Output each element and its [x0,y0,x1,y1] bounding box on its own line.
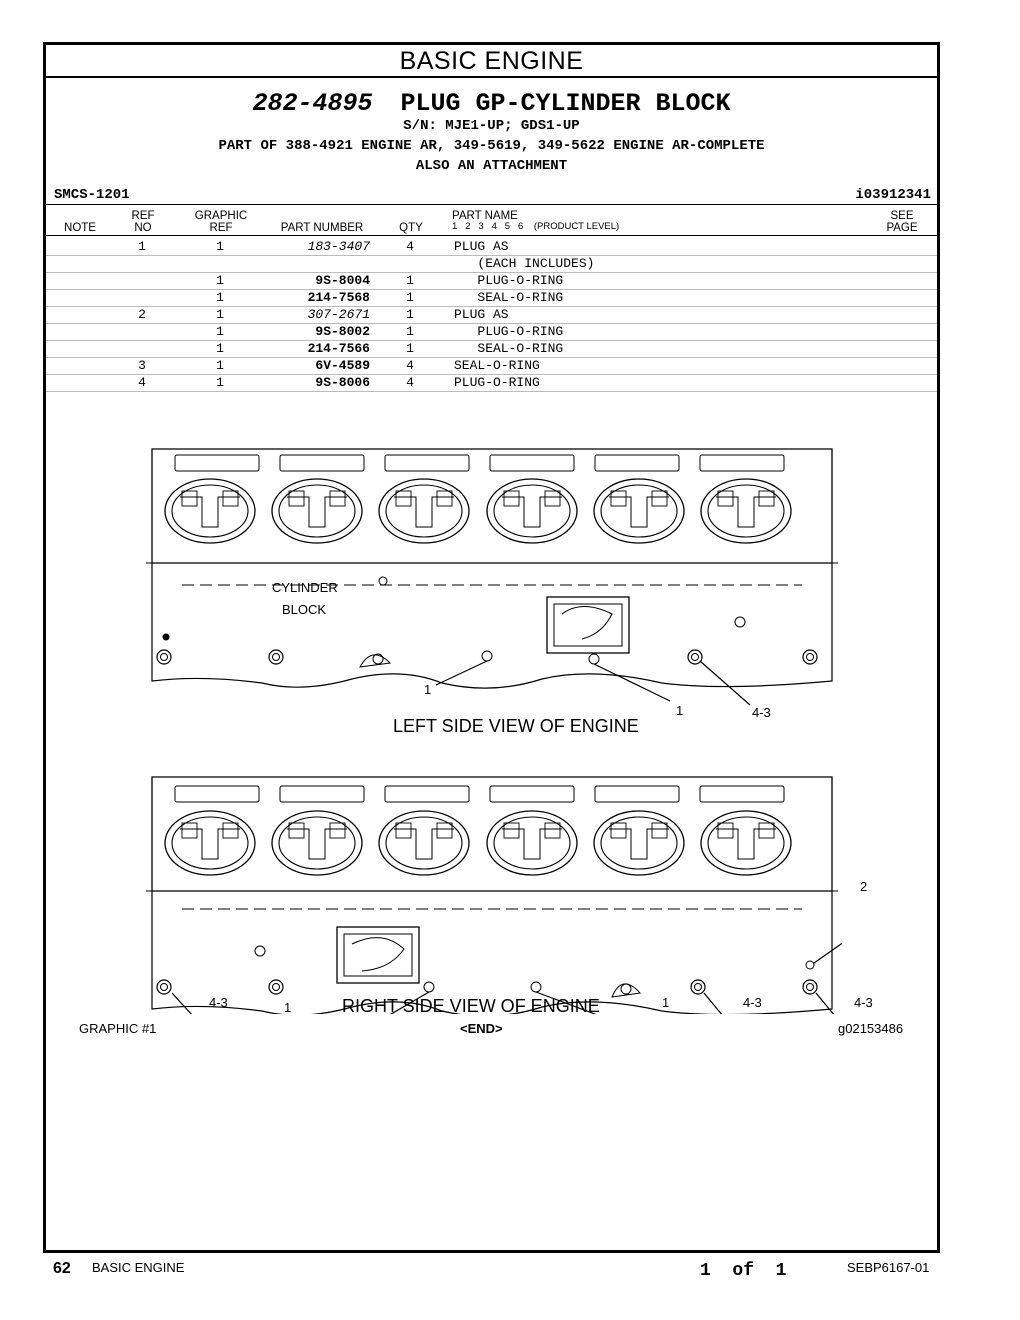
col-see-page-2: PAGE [886,222,918,234]
cylinder-label-1: CYLINDER [272,580,338,595]
table-row: 1 9S-8004 1 PLUG-O-RING [46,272,937,290]
right-view-drawing [145,776,842,1014]
also-attachment: ALSO AN ATTACHMENT [415,158,568,174]
col-note: NOTE [64,222,96,234]
end-marker: <END> [460,1021,503,1036]
graphic-ref: 1 [216,273,224,288]
table-row: (EACH INCLUDES) [46,255,937,273]
ref-no: 4 [138,375,146,390]
col-part-number: PART NUMBER [280,222,364,234]
part-name: (EACH INCLUDES) [454,256,595,271]
ref-no: 1 [138,239,146,254]
serial-range: S/N: MJE1-UP; GDS1-UP [403,118,580,134]
part-number: 6V-4589 [315,358,370,373]
engine-illustration: CYLINDER BLOCK 1 1 4-3 LEFT SIDE VIEW OF… [145,448,842,1014]
qty: 4 [406,375,414,390]
smcs-code: SMCS-1201 [54,187,130,203]
left-view-caption: LEFT SIDE VIEW OF ENGINE [393,716,639,736]
qty: 4 [406,358,414,373]
part-number: 214-7568 [307,290,370,305]
callout-right-43b: 4-3 [743,995,762,1010]
group-part-number: 282-4895 [252,89,373,118]
table-row: 1 214-7568 1 SEAL-O-RING [46,289,937,307]
qty: 1 [406,273,414,288]
table-row: 2 1 307-2671 1 PLUG AS [46,306,937,324]
graphic-ref: 1 [216,358,224,373]
part-name: SEAL-O-RING [454,290,564,305]
part-number: 307-2671 [307,307,370,322]
graphic-number: GRAPHIC #1 [79,1021,157,1036]
part-name: PLUG AS [454,239,509,254]
qty: 1 [406,307,414,322]
col-see-page: SEE PAGE [880,210,924,234]
col-ref-no-2: NO [134,222,152,234]
document-id: SEBP6167-01 [847,1260,930,1275]
footer-section: BASIC ENGINE [92,1260,185,1275]
group-part-name: PLUG GP-CYLINDER BLOCK [400,89,731,118]
cylinder-label-2: BLOCK [282,602,326,617]
graphic-ref: 1 [216,239,224,254]
part-name: PLUG AS [454,307,509,322]
graphic-ref: 1 [216,290,224,305]
col-graphic-ref: GRAPHIC REF [186,210,256,234]
qty: 1 [406,324,414,339]
table-row: 4 1 9S-8006 4 PLUG-O-RING [46,374,937,392]
divider [46,204,937,205]
right-view-caption: RIGHT SIDE VIEW OF ENGINE [342,996,600,1016]
graphic-id: g02153486 [838,1021,904,1036]
qty: 1 [406,290,414,305]
callout-right-1a: 1 [284,1000,292,1015]
graphic-ref: 1 [216,375,224,390]
qty: 1 [406,341,414,356]
part-number: 214-7566 [307,341,370,356]
part-name: PLUG-O-RING [454,273,564,288]
col-graphic-ref-2: REF [209,222,233,234]
col-see-page-1: SEE [890,210,914,222]
section-title: BASIC ENGINE [46,45,937,78]
page-of: 1 of 1 [700,1261,787,1281]
col-ref-no: REF NO [126,210,160,234]
header-divider [46,235,937,236]
part-of: PART OF 388-4921 ENGINE AR, 349-5619, 34… [218,138,765,154]
col-part-name: PART NAME [452,210,518,222]
callout-right-43a: 4-3 [209,995,228,1010]
graphic-ref: 1 [216,324,224,339]
callout-right-43c: 4-3 [854,995,873,1010]
part-name: PLUG-O-RING [454,324,564,339]
part-name: SEAL-O-RING [454,358,540,373]
ref-no: 3 [138,358,146,373]
callout-left-1b: 1 [676,703,683,718]
part-number: 9S-8002 [315,324,370,339]
part-name: PLUG-O-RING [454,375,540,390]
callout-left-43: 4-3 [752,705,771,720]
table-row: 1 9S-8002 1 PLUG-O-RING [46,323,937,341]
group-title: 282-4895 PLUG GP-CYLINDER BLOCK [46,89,937,118]
col-product-level: 1 2 3 4 5 6 (PRODUCT LEVEL) [452,221,620,232]
callout-right-2: 2 [860,879,868,894]
illustration-id: i03912341 [855,187,931,203]
table-row: 1 214-7566 1 SEAL-O-RING [46,340,937,358]
col-qty: QTY [399,222,423,234]
page-number: 62 [53,1260,71,1277]
left-view-drawing: CYLINDER BLOCK 1 1 4-3 LEFT SIDE VIEW OF… [145,448,839,736]
qty: 4 [406,239,414,254]
table-row: 1 1 183-3407 4 PLUG AS [46,238,937,256]
part-number: 183-3407 [307,239,370,254]
col-graphic-ref-1: GRAPHIC [194,210,248,222]
ref-no: 2 [138,307,146,322]
col-ref-no-1: REF [131,210,155,222]
callout-left-1a: 1 [424,682,431,697]
part-number: 9S-8004 [315,273,370,288]
table-row: 3 1 6V-4589 4 SEAL-O-RING [46,357,937,375]
part-number: 9S-8006 [315,375,370,390]
graphic-ref: 1 [216,307,224,322]
callout-right-1b: 1 [662,995,670,1010]
part-name: SEAL-O-RING [454,341,564,356]
page-frame: BASIC ENGINE 282-4895 PLUG GP-CYLINDER BL… [43,42,940,1253]
graphic-ref: 1 [216,341,224,356]
